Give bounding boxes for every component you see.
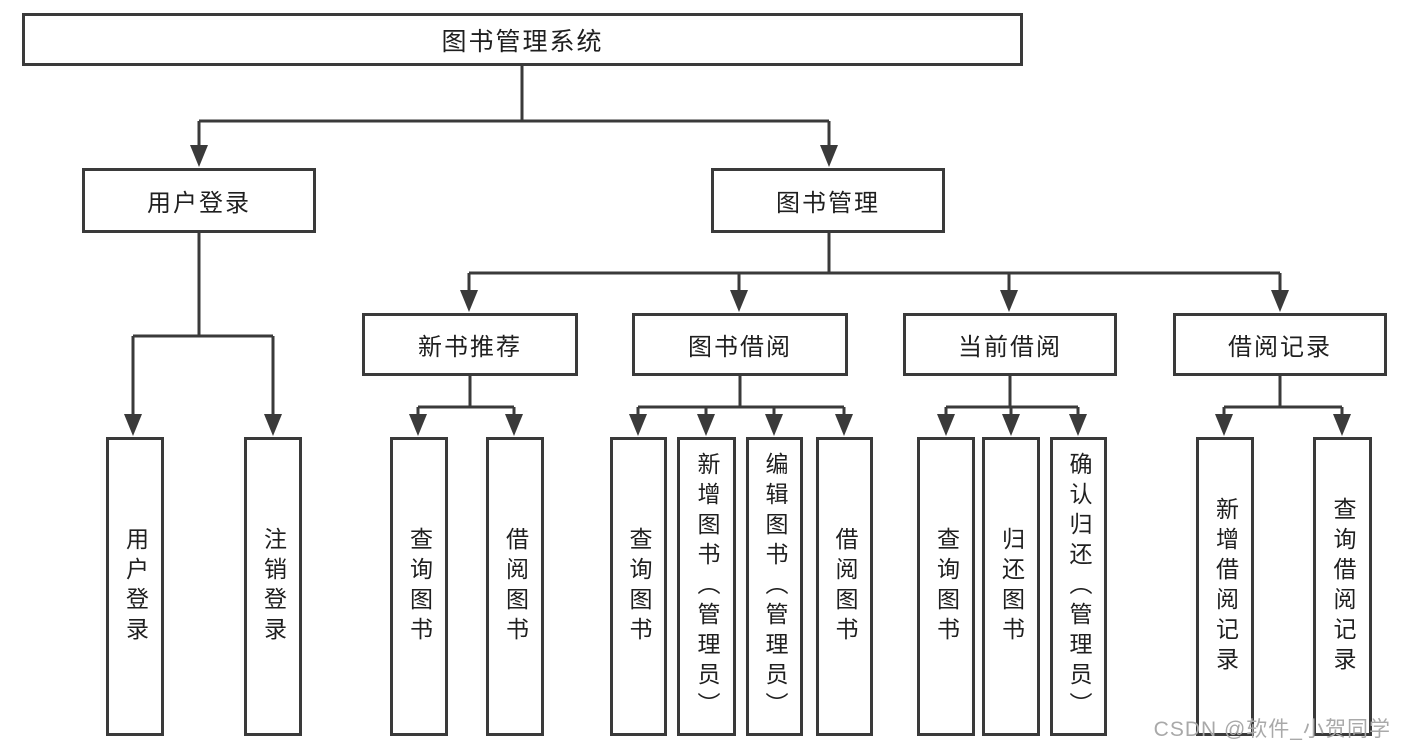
leaf-user-login-label: 用户登录 — [122, 526, 149, 647]
node-current-borrow-label: 当前借阅 — [958, 334, 1062, 361]
leaf-return-books-label: 归还图书 — [998, 526, 1025, 647]
node-user-login-label: 用户登录 — [147, 190, 251, 217]
leaf-borrow-books-label: 借阅图书 — [832, 526, 858, 647]
leaf-logout-label: 注销登录 — [260, 526, 287, 647]
node-book-management-label: 图书管理 — [776, 190, 880, 217]
leaf-borrow-books: 借阅图书 — [816, 437, 873, 736]
leaf-confirm-return-admin: 确认归还（管理员） — [1050, 437, 1107, 736]
watermark-text: CSDN @软件_小贺同学 — [1153, 718, 1391, 741]
leaf-edit-books-admin: 编辑图书（管理员） — [746, 437, 803, 736]
leaf-add-books-admin-label: 新增图书（管理员） — [694, 451, 720, 722]
leaf-confirm-return-admin-label: 确认归还（管理员） — [1066, 451, 1092, 722]
leaf-user-login: 用户登录 — [106, 437, 164, 736]
leaf-add-borrow-record-label: 新增借阅记录 — [1212, 496, 1239, 677]
leaf-logout: 注销登录 — [244, 437, 302, 736]
node-root-label: 图书管理系统 — [441, 27, 604, 56]
leaf-return-books: 归还图书 — [982, 437, 1040, 736]
tree-edges — [131, 66, 1344, 416]
node-new-book-recommend: 新书推荐 — [362, 313, 578, 376]
leaf-query-borrow-record: 查询借阅记录 — [1313, 437, 1372, 736]
leaf-query-books-current-label: 查询图书 — [933, 526, 960, 647]
arrow-heads — [124, 145, 1351, 436]
node-current-borrow: 当前借阅 — [903, 313, 1117, 376]
leaf-query-books-current: 查询图书 — [917, 437, 975, 736]
leaf-query-books-recommend: 查询图书 — [390, 437, 448, 736]
leaf-add-books-admin: 新增图书（管理员） — [677, 437, 736, 736]
leaf-add-borrow-record: 新增借阅记录 — [1196, 437, 1254, 736]
leaf-borrow-books-recommend-label: 借阅图书 — [502, 526, 529, 647]
node-borrow-records: 借阅记录 — [1173, 313, 1387, 376]
leaf-query-borrow-record-label: 查询借阅记录 — [1330, 496, 1356, 677]
leaf-query-books-borrow: 查询图书 — [610, 437, 667, 736]
leaf-query-books-recommend-label: 查询图书 — [406, 526, 433, 647]
node-book-borrow: 图书借阅 — [632, 313, 848, 376]
node-borrow-records-label: 借阅记录 — [1228, 334, 1332, 361]
leaf-edit-books-admin-label: 编辑图书（管理员） — [762, 451, 788, 722]
node-book-borrow-label: 图书借阅 — [688, 334, 792, 361]
leaf-query-books-borrow-label: 查询图书 — [626, 526, 652, 647]
node-new-book-recommend-label: 新书推荐 — [418, 334, 522, 361]
node-book-management: 图书管理 — [711, 168, 945, 233]
node-user-login: 用户登录 — [82, 168, 316, 233]
leaf-borrow-books-recommend: 借阅图书 — [486, 437, 544, 736]
node-root: 图书管理系统 — [22, 13, 1023, 66]
